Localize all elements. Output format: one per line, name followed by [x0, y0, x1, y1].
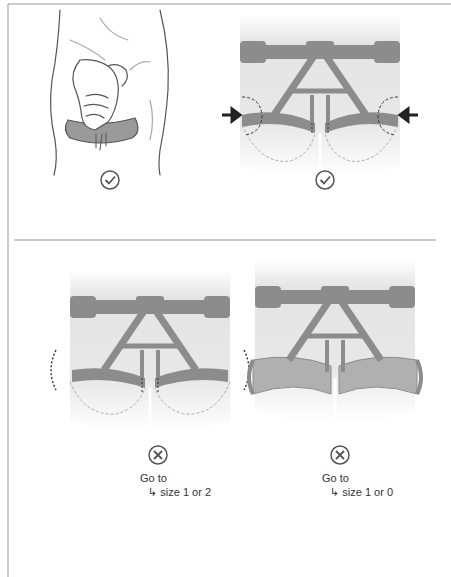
harness-correct-fit [222, 15, 418, 176]
instruction-text: Go to [322, 472, 349, 485]
size-hint: ↳ size 1 or 2 [148, 486, 211, 499]
leg-loop-check [51, 10, 169, 175]
harness-loose-fit [51, 270, 249, 431]
harness-tight-fit [249, 260, 421, 421]
size-hint: ↳ size 1 or 0 [330, 486, 393, 499]
instruction-text: Go to [140, 472, 167, 485]
